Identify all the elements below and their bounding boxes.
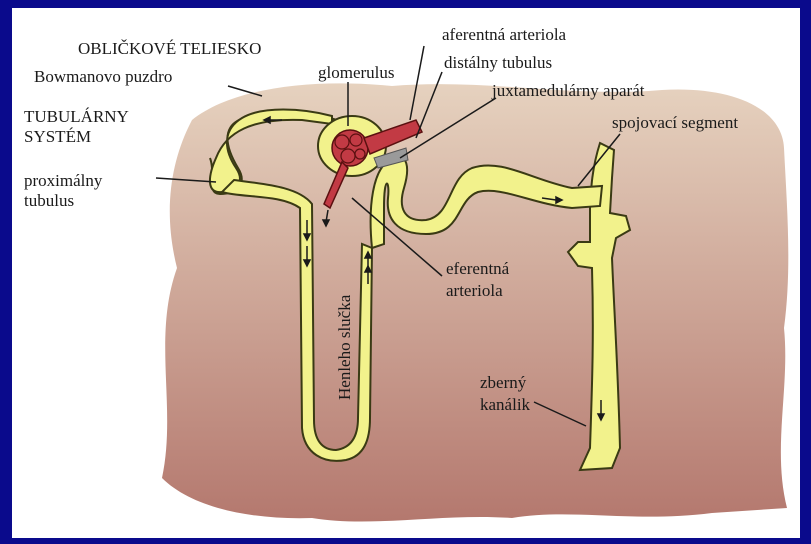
label-aferentna-arteriola: aferentná arteriola <box>442 25 567 44</box>
label-kanalik: kanálik <box>480 395 531 414</box>
tissue-background <box>162 83 788 521</box>
label-proximalny: proximálny <box>24 171 103 190</box>
label-glomerulus: glomerulus <box>318 63 395 82</box>
label-tubularny: TUBULÁRNY <box>24 107 129 126</box>
label-bowmanovo-puzdro: Bowmanovo puzdro <box>34 67 172 86</box>
label-tubulus: tubulus <box>24 191 74 210</box>
label-juxtamedularny-aparat: juxtamedulárny aparát <box>491 81 645 100</box>
nephron-diagram: OBLIČKOVÉ TELIESKO aferentná arteriola B… <box>12 8 800 538</box>
label-spojovaci-segment: spojovací segment <box>612 113 738 132</box>
label-oblickove-teliesko: OBLIČKOVÉ TELIESKO <box>78 39 261 58</box>
label-zberny: zberný <box>480 373 527 392</box>
label-henleho-slucka: Henleho slučka <box>335 294 354 400</box>
label-eferentna: eferentná <box>446 259 510 278</box>
label-distalny-tubulus: distálny tubulus <box>444 53 552 72</box>
label-arteriola: arteriola <box>446 281 503 300</box>
label-system: SYSTÉM <box>24 127 91 146</box>
glomerulus-tuft <box>332 130 368 166</box>
figure-frame: OBLIČKOVÉ TELIESKO aferentná arteriola B… <box>12 8 800 538</box>
